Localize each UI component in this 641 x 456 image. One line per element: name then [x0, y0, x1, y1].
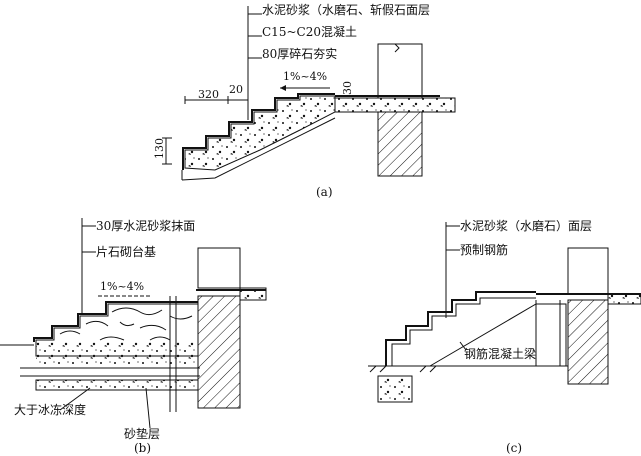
stair-finish-c [385, 291, 536, 366]
figure-c: 水泥砂浆（水磨石）面层 预制钢筋 钢筋混凝土梁 (c) [368, 218, 641, 455]
landing-slab-a [334, 97, 456, 113]
break-mark-a [394, 43, 400, 53]
callout-b-mortar: 30厚水泥砂浆抹面 [96, 218, 195, 233]
figure-label-b: (b) [134, 441, 151, 455]
dim-tread: 320 [198, 88, 219, 101]
wall-upper-c [567, 247, 609, 295]
leader-ticks-c [446, 225, 460, 251]
landing-slab-c [607, 293, 641, 305]
sand-bed-b [35, 379, 199, 391]
label-rc-beam: 钢筋混凝土梁 [464, 346, 536, 361]
label-frost-depth: 大于冰冻深度 [14, 402, 86, 417]
ground-lines-b [20, 367, 200, 377]
wall-hatched-b [197, 295, 241, 409]
figure-b: 30厚水泥砂浆抹面 片石砌台基 1%~4% 大于冰冻深度 砂垫层 (b) [0, 218, 267, 455]
figure-label-c: (c) [506, 441, 522, 455]
leader-ticks-b [82, 225, 96, 253]
wall-hatched-a [377, 111, 423, 177]
stair-finish-a [182, 93, 335, 170]
wall-upper-b [197, 247, 241, 289]
wall-hatched-c [567, 299, 609, 385]
cut-lines-b [169, 296, 177, 412]
wall-upper-a [377, 43, 423, 99]
callout-a-surface: 水泥砂浆（水磨石、斩假石面层 [262, 2, 430, 17]
footing-c [377, 375, 413, 403]
slope-b: 1%~4% [100, 280, 144, 293]
callout-c-surface: 水泥砂浆（水磨石）面层 [460, 218, 592, 233]
dim-line-riser [162, 137, 172, 165]
dim-riser: 130 [153, 138, 166, 159]
stair-body-a [184, 95, 336, 171]
callout-a-gravel: 80厚碎石夯实 [262, 46, 337, 61]
callout-c-precast: 预制钢筋 [460, 242, 508, 257]
dim-top: 30 [341, 81, 354, 95]
figure-label-a: (a) [316, 185, 333, 199]
leader-ticks-a [248, 13, 262, 59]
figure-a: 水泥砂浆（水磨石、斩假石面层 C15~C20混凝土 80厚碎石夯实 320 20… [153, 2, 456, 199]
label-sand-layer: 砂垫层 [124, 426, 160, 441]
finish-line-b [33, 301, 198, 342]
stair-bottom-a [181, 117, 336, 181]
callout-a-concrete: C15~C20混凝土 [262, 24, 357, 39]
dim-line-tread [184, 96, 249, 104]
stone-pattern-b [59, 307, 193, 341]
callout-b-stone-base: 片石砌台基 [96, 244, 156, 259]
dim-slope-a: 1%~4% [283, 70, 327, 83]
concrete-fill-b [36, 342, 198, 364]
dim-nosing: 20 [229, 83, 243, 96]
